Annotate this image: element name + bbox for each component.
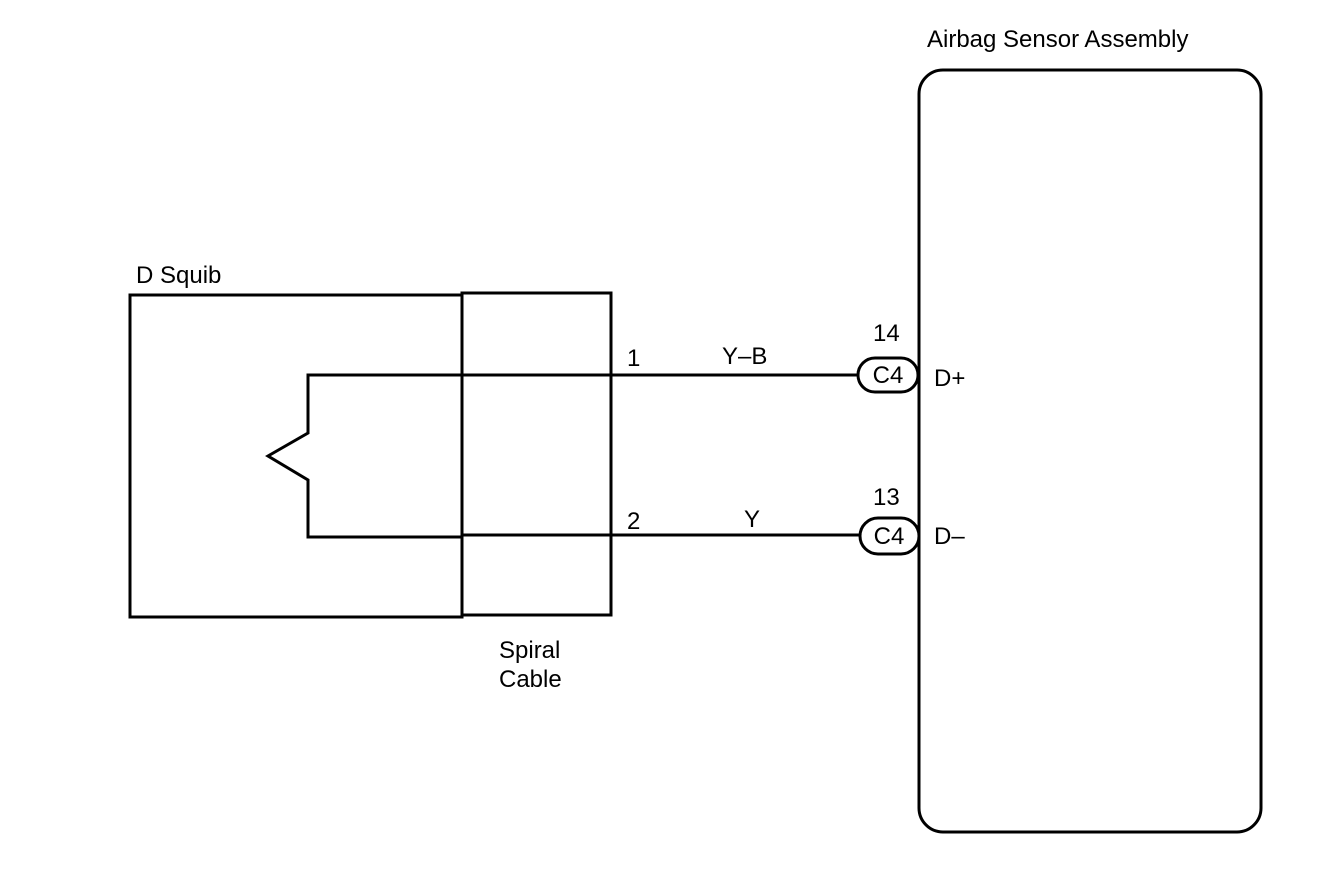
- airbag-sensor-assembly-box: [917, 68, 1263, 834]
- wire-2-color: Y: [744, 506, 760, 533]
- spiral-cable-label-line1: Spiral: [499, 637, 560, 664]
- wire-1-color: Y–B: [722, 343, 767, 370]
- d-squib-label: D Squib: [136, 262, 221, 289]
- connector-1-label: C4: [873, 362, 904, 389]
- spiral-cable-label-line2: Cable: [499, 666, 562, 693]
- connector-2-pin-number: 13: [873, 484, 900, 511]
- terminal-d-minus: D–: [934, 523, 965, 550]
- terminal-d-plus: D+: [934, 365, 965, 392]
- spiral-cable: Spiral Cable: [460, 291, 613, 693]
- airbag-sensor-assembly-label: Airbag Sensor Assembly: [927, 26, 1188, 53]
- spiral-cable-box: [460, 291, 613, 617]
- connector-1-badge: [856, 356, 920, 394]
- airbag-sensor-assembly: Airbag Sensor Assembly: [917, 26, 1263, 834]
- squib-element: [265, 373, 462, 539]
- wire-1-pin: 1: [627, 345, 640, 372]
- connector-2-label: C4: [874, 523, 905, 550]
- connector-1-pin-number: 14: [873, 320, 900, 347]
- wire-1: 1 Y–B 14 C4 D+: [462, 320, 965, 394]
- wire-2-pin: 2: [627, 508, 640, 535]
- d-squib-box: [128, 293, 464, 619]
- connector-2-badge: [858, 516, 921, 556]
- d-squib: D Squib: [128, 262, 464, 619]
- wire-2: 2 Y 13 C4 D–: [462, 484, 965, 556]
